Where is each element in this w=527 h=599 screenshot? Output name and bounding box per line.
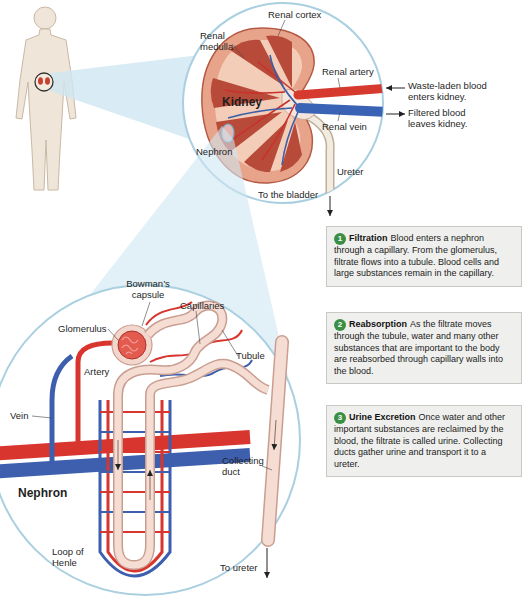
collecting-duct: [268, 342, 282, 540]
leader-line: [142, 302, 150, 326]
part-label: Waste-laden blood enters kidney.: [408, 80, 496, 102]
artery: [78, 343, 116, 450]
part-label: Capillaries: [180, 300, 224, 311]
glomerulus-texture: [122, 337, 138, 354]
step-heading: Reabsorption: [349, 319, 407, 329]
flow-arrow: [386, 114, 405, 115]
small-kidney: [38, 77, 43, 85]
renal-vein: [300, 108, 390, 112]
step-heading: Filtration: [349, 233, 388, 243]
figure-head: [34, 7, 56, 29]
glomerulus: [118, 331, 146, 359]
flow-arrow: [118, 440, 119, 470]
small-kidney: [45, 77, 50, 85]
leader-line: [262, 466, 272, 470]
capillary: [100, 431, 170, 433]
step-box: 3Urine ExcretionOnce water and other imp…: [326, 405, 522, 477]
zoom-cone: [50, 55, 200, 140]
capillary: [100, 531, 170, 533]
step-box: 1FiltrationBlood enters a nephron throug…: [326, 226, 522, 287]
vein: [52, 356, 72, 465]
flow-arrow: [330, 196, 331, 216]
leader-line: [278, 20, 285, 36]
step-heading: Urine Excretion: [349, 412, 416, 422]
capillary: [100, 411, 170, 413]
capillary: [100, 491, 170, 493]
renal-artery: [298, 88, 390, 95]
kidney-locator: [35, 73, 53, 91]
flow-arrow: [274, 420, 276, 450]
part-label: Renal artery: [322, 66, 374, 77]
tubule: [118, 305, 268, 565]
part-label: Tubule: [236, 350, 265, 361]
figure-body: [16, 29, 76, 190]
part-label: Kidney: [222, 95, 262, 109]
part-label: Vein: [10, 410, 29, 421]
capillary: [100, 451, 170, 453]
part-label: Nephron: [18, 486, 67, 500]
part-label: To the bladder: [258, 189, 318, 200]
flow-arrow: [150, 470, 151, 500]
part-label: Renal cortex: [268, 9, 321, 20]
step-box: 2ReabsorptionAs the filtrate moves throu…: [326, 312, 522, 384]
step-number: 2: [334, 319, 346, 331]
leader-line: [32, 416, 52, 418]
step-number: 3: [334, 412, 346, 424]
part-label: To ureter: [220, 562, 258, 573]
flow-arrow: [267, 548, 268, 578]
leader-line: [232, 44, 244, 58]
part-label: Glomerulus: [58, 323, 107, 334]
nephron-zoom-circle: [0, 285, 300, 595]
part-label: Ureter: [337, 166, 363, 177]
part-label: Renal vein: [322, 121, 367, 132]
flow-arrow: [386, 88, 405, 89]
renal-venule: [228, 55, 300, 165]
leader-line: [338, 112, 340, 121]
leader-line: [338, 78, 340, 88]
part-label: Renal medulla: [200, 30, 246, 52]
capillary: [100, 511, 170, 513]
part-label: Bowman’s capsule: [120, 278, 176, 300]
leader-line: [108, 329, 118, 340]
leader-line: [222, 330, 238, 356]
capillary: [100, 471, 170, 473]
step-number: 1: [334, 233, 346, 245]
part-label: Filtered blood leaves kidney.: [408, 107, 480, 129]
leader-line: [196, 311, 200, 344]
collecting-duct: [268, 342, 282, 540]
capillary: [100, 400, 170, 576]
part-label: Collecting duct: [222, 455, 266, 477]
large-artery: [0, 437, 250, 454]
part-label: Loop of Henle: [52, 546, 98, 568]
part-label: Nephron: [196, 146, 232, 157]
tubule: [118, 305, 268, 565]
part-label: Artery: [84, 366, 109, 377]
